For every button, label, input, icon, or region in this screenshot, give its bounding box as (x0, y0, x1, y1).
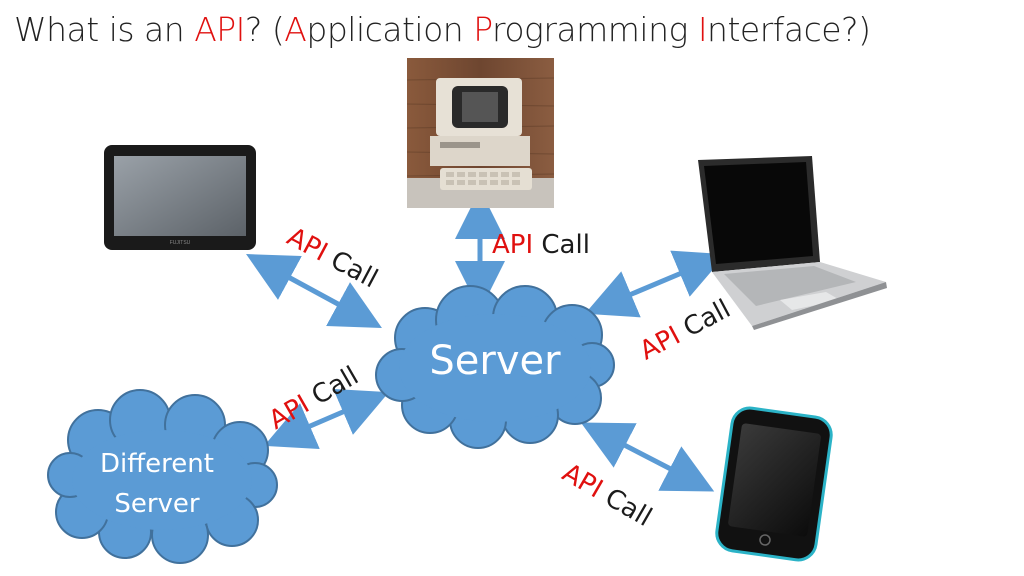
arrow-different-server (264, 388, 389, 450)
different-server-cloud (47, 389, 278, 564)
slide-title: What is an API? (Application Programming… (14, 10, 871, 49)
laptop-image (698, 156, 887, 330)
arrows (246, 189, 727, 492)
svg-text:FUJITSU: FUJITSU (170, 240, 191, 246)
server-label: Server (429, 338, 561, 384)
server-cloud (375, 285, 615, 449)
api-call-label-computer: API Call (492, 230, 590, 260)
arrow-tablet-server (246, 254, 382, 328)
tablet-image: FUJITSU (104, 145, 256, 250)
arrow-laptop-server (584, 250, 727, 318)
smartphone-image (715, 406, 833, 562)
different-server-label: Different Server (100, 449, 214, 519)
arrow-phone-server (580, 422, 715, 492)
retro-computer-image (406, 58, 555, 208)
